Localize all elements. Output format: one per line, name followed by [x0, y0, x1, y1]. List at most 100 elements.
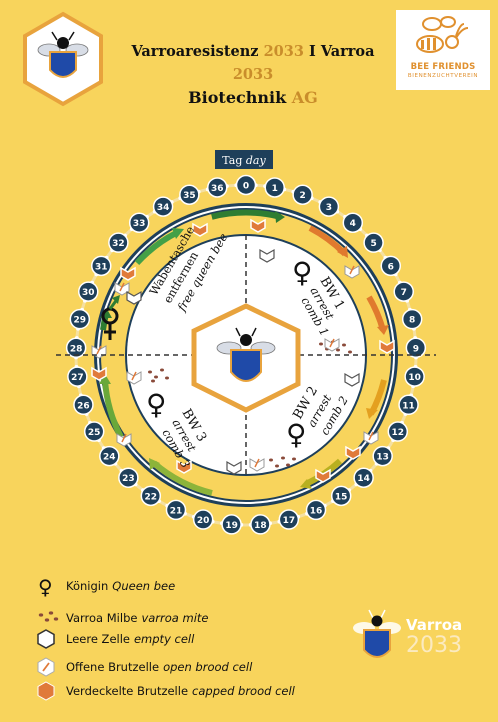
center-hexagon [191, 303, 301, 413]
day-node: 7 [393, 281, 414, 302]
arrow-bottom-right-head [300, 479, 312, 489]
open-brood-cell [126, 371, 142, 385]
day-node-label: 23 [122, 474, 135, 484]
day-node: 14 [353, 467, 374, 488]
day-node-label: 11 [402, 401, 415, 411]
capped-cell [345, 445, 361, 460]
day-node-circle [192, 509, 214, 530]
day-node-label: 3 [326, 203, 332, 213]
day-node-label: 19 [225, 521, 238, 531]
svg-text:Tag day: Tag day [222, 154, 266, 167]
day-node: 18 [250, 514, 271, 535]
day-node: 32 [108, 232, 129, 253]
day-node-label: 0 [243, 182, 249, 192]
capped-cell [250, 218, 266, 233]
legend-capped-de: Verdeckelte Brutzelle [66, 684, 189, 698]
day-node-circle [278, 509, 300, 530]
day-node-label: 15 [335, 492, 348, 502]
subtitle-text: Biotechnik [188, 88, 292, 107]
day-node-circle [398, 394, 419, 416]
day-node-circle [292, 184, 313, 205]
day-node: 24 [99, 445, 120, 467]
arrow-right-lower-head [366, 408, 378, 419]
day-node-label: 24 [103, 453, 116, 463]
day-node: 0 [235, 174, 257, 196]
day-node-label: 18 [254, 521, 267, 531]
day-node-label: 10 [408, 373, 421, 383]
day-node-circle [67, 366, 88, 387]
arrow-left-lower-head [99, 374, 111, 384]
queen-icon: ♀ [146, 388, 166, 421]
day-node-circle [83, 421, 105, 442]
day-node-circle [90, 255, 112, 277]
day-node: 33 [128, 212, 150, 233]
quadrant-bw2: ♀ BW 2 arrest comb 2 [226, 384, 351, 475]
title-year-2: 2033 [232, 66, 274, 83]
day-node-circle [73, 394, 94, 416]
day-node-label: 1 [272, 184, 278, 194]
capped-cell [315, 468, 331, 483]
day-node: 27 [67, 366, 88, 387]
day-node-circle [250, 514, 271, 535]
day-node-label: 36 [211, 184, 224, 194]
day-node: 12 [387, 421, 409, 442]
legend-queen-en: Queen bee [112, 579, 176, 593]
day-node-circle [78, 281, 99, 302]
day-node: 10 [404, 366, 425, 387]
legend-open-en: open brood cell [163, 660, 253, 674]
day-node-circle [65, 337, 87, 359]
day-node-circle [330, 485, 352, 507]
day-node-circle [69, 308, 91, 330]
day-node-label: 7 [401, 288, 407, 298]
tag-label-de: Tag [222, 154, 246, 167]
day-node: 2 [292, 184, 313, 205]
day-node-label: 31 [95, 262, 108, 272]
day-node-label: 25 [88, 428, 101, 438]
brand-name: Varroa [406, 616, 463, 634]
day-node: 9 [405, 337, 427, 359]
day-node-label: 26 [77, 401, 90, 411]
title-year: 2033 [263, 43, 304, 60]
day-node-label: 17 [283, 516, 296, 526]
day-node-circle [342, 212, 364, 233]
day-node-label: 2 [300, 191, 306, 201]
day-node-circle [363, 232, 384, 253]
day-node: 34 [152, 196, 174, 217]
day-node-circle [380, 255, 402, 277]
mite-icon [36, 607, 66, 629]
day-node: 6 [380, 255, 402, 277]
day-node: 17 [278, 509, 300, 530]
day-node-label: 9 [413, 344, 419, 354]
day-node-label: 32 [112, 239, 125, 249]
day-node-circle [165, 499, 187, 521]
day-node-circle [353, 467, 374, 488]
day-node-circle [207, 177, 228, 198]
day-node: 19 [221, 514, 242, 535]
legend-mite-de: Varroa Milbe [66, 611, 138, 625]
day-node-label: 28 [70, 344, 83, 354]
title-text-2: I Varroa [303, 43, 375, 60]
day-node: 15 [330, 485, 352, 507]
arrow-top [211, 209, 281, 220]
day-node-circle [99, 445, 120, 467]
day-node: 21 [165, 499, 187, 521]
capped-cell [120, 266, 136, 281]
arrow-top-head [275, 211, 285, 223]
day-node: 3 [318, 196, 340, 217]
day-node: 5 [363, 232, 384, 253]
day-node-label: 4 [350, 219, 356, 229]
bee-icon [353, 609, 401, 658]
day-node: 16 [305, 499, 327, 521]
open-brood-cell [363, 431, 379, 445]
brand-text: Varroa 2033 [406, 616, 462, 658]
arrow-bottom-left-head [149, 458, 160, 470]
mite-icon [269, 456, 296, 468]
empty-cell-icon [36, 628, 66, 650]
day-node-label: 33 [133, 219, 146, 229]
